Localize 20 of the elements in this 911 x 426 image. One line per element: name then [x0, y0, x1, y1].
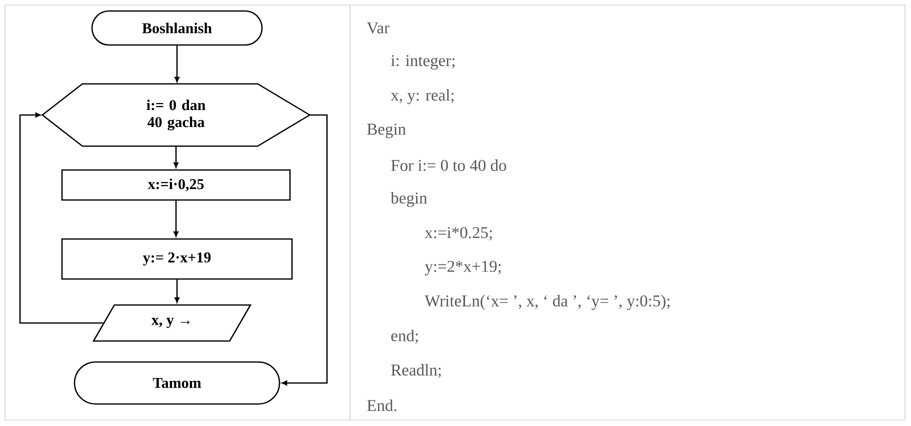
code-line: y:=2*x+19; [424, 260, 501, 276]
arrow [19, 112, 104, 324]
arrow [174, 146, 178, 168]
arrow [174, 200, 178, 237]
code-line: Begin [367, 124, 406, 138]
code-line: WriteLn(‘x= ’, x, ‘ da ’, ‘y= ’, y:0:5); [424, 294, 670, 310]
code-line: i: integer; [391, 55, 454, 70]
code-line: End. [367, 399, 396, 412]
code-line: x, y: real; [390, 89, 454, 104]
arrow [282, 114, 328, 386]
code-line: For i:= 0 to 40 do [391, 159, 506, 172]
code-line: Var [366, 22, 390, 34]
code-line: x:=i*0.25; [424, 227, 492, 241]
code-line: begin [390, 192, 428, 207]
process-box: x:=i·0,25 [61, 169, 291, 201]
arrow [174, 280, 180, 303]
code-line: end; [391, 330, 418, 344]
code-line: Readln; [391, 364, 441, 378]
process-box: y:= 2·x+19 [61, 238, 293, 280]
arrow [174, 46, 180, 82]
